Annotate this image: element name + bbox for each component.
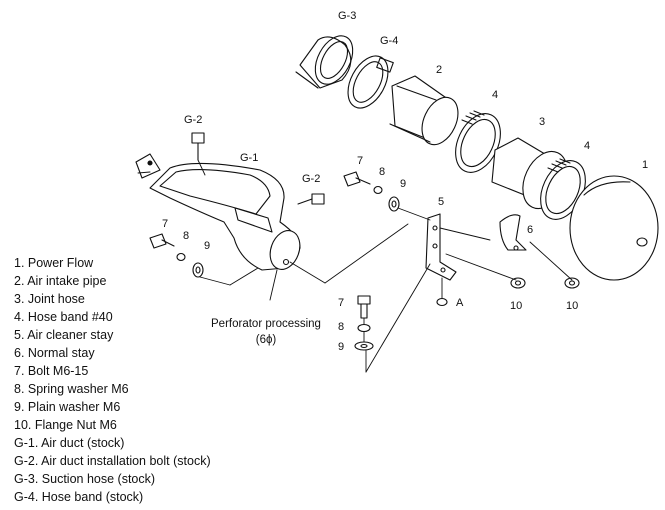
- label-part-1: 1: [642, 159, 649, 171]
- callout-line-2: (6ϕ): [255, 334, 277, 346]
- label-part-7-mid: 7: [357, 155, 364, 167]
- flange-nut-a: [510, 277, 526, 289]
- label-part-10-b: 10: [566, 300, 579, 312]
- duct-bolt-g2-b: [297, 193, 325, 205]
- air-intake-pipe: [389, 75, 459, 146]
- label-part-9-mid: 9: [400, 178, 407, 190]
- legend-item: G-2. Air duct installation bolt (stock): [14, 454, 211, 468]
- label-part-10-a: 10: [510, 300, 523, 312]
- label-part-3: 3: [539, 116, 546, 128]
- perforator-callout: Perforator processing (6ϕ): [196, 316, 336, 348]
- label-g2-top: G-2: [184, 114, 203, 126]
- flange-nut-b: [564, 277, 580, 289]
- label-part-9-left: 9: [204, 240, 211, 252]
- label-part-8-mid: 8: [379, 166, 386, 178]
- label-part-8-bottom: 8: [338, 321, 345, 333]
- label-part-9-bottom: 9: [338, 341, 345, 353]
- label-g1: G-1: [240, 152, 259, 164]
- label-part-7-left: 7: [162, 218, 169, 230]
- suction-hose-g3: [295, 35, 354, 89]
- normal-stay: [499, 214, 527, 251]
- power-flow-filter: [569, 175, 659, 281]
- callout-line-1: Perforator processing: [211, 318, 321, 330]
- label-part-6: 6: [527, 224, 534, 236]
- air-duct-g1: [135, 153, 301, 271]
- legend-item: G-4. Hose band (stock): [14, 490, 144, 504]
- label-part-7-bottom: 7: [338, 297, 345, 309]
- legend-item: 4. Hose band #40: [14, 310, 113, 324]
- legend-item: G-3. Suction hose (stock): [14, 472, 156, 486]
- label-part-4a: 4: [492, 89, 499, 101]
- legend-item: 10. Flange Nut M6: [14, 418, 117, 432]
- label-part-4b: 4: [584, 140, 591, 152]
- label-g3: G-3: [338, 10, 357, 22]
- legend-item: 3. Joint hose: [14, 292, 85, 306]
- label-part-2: 2: [436, 64, 443, 76]
- legend-item: 9. Plain washer M6: [14, 400, 121, 414]
- assembly-lines: [137, 159, 573, 373]
- bolt-set-middle: [343, 171, 400, 212]
- legend-item: 7. Bolt M6-15: [14, 364, 89, 378]
- label-part-8-left: 8: [183, 230, 190, 242]
- legend-item: 5. Air cleaner stay: [14, 328, 114, 342]
- duct-bolt-g2-a: [191, 132, 205, 161]
- air-cleaner-stay: [425, 213, 457, 307]
- legend-item: 6. Normal stay: [14, 346, 95, 360]
- label-a: A: [456, 297, 464, 309]
- parts-legend: 1. Power Flow 2. Air intake pipe 3. Join…: [14, 254, 211, 506]
- legend-item: 1. Power Flow: [14, 256, 94, 270]
- label-g4: G-4: [380, 35, 399, 47]
- hose-band-g4: [347, 55, 394, 109]
- bolt-set-left: [149, 233, 204, 278]
- legend-item: 2. Air intake pipe: [14, 274, 107, 288]
- legend-item: 8. Spring washer M6: [14, 382, 129, 396]
- label-part-5: 5: [438, 196, 445, 208]
- legend-item: G-1. Air duct (stock): [14, 436, 125, 450]
- label-g2-right: G-2: [302, 173, 321, 185]
